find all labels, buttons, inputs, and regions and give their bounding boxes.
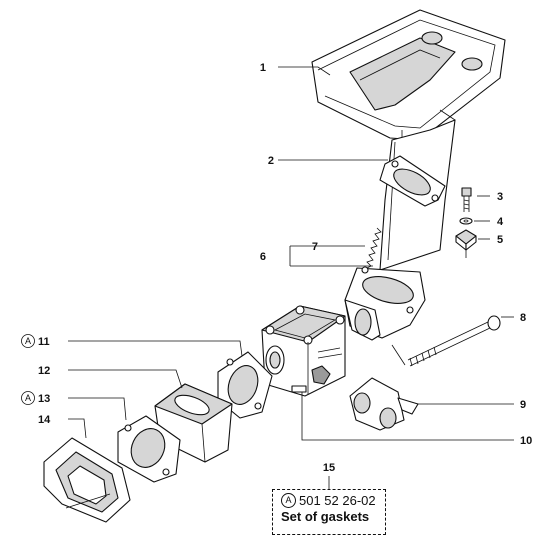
part-air-filter-cover [311, 9, 506, 145]
part-intake-boot [43, 437, 131, 523]
callout-1: 1 [260, 62, 266, 74]
part-tube-gasket [379, 155, 446, 207]
kit-description: Set of gaskets [281, 509, 370, 524]
leader-lines [65, 66, 514, 509]
kit-part-number-row: A 501 52 26-02 [281, 493, 377, 508]
callout-labels: 1 2 3 4 5 6 7 8 9 10 A 11 12 A 13 14 15 [21, 62, 532, 474]
callout-14: 14 [38, 414, 51, 426]
part-choke-valve [349, 377, 419, 431]
part-gasket-11 [217, 351, 273, 419]
part-bolt [391, 315, 501, 367]
callout-13-marker [21, 391, 35, 405]
part-carburetor [261, 305, 346, 397]
gasket-kit-box: A 501 52 26-02 Set of gaskets [272, 489, 386, 535]
callout-15: 15 [323, 462, 335, 474]
callout-12: 12 [38, 365, 50, 377]
callout-5: 5 [497, 234, 503, 246]
callout-13: 13 [38, 393, 50, 405]
part-nut [455, 229, 477, 251]
callout-4: 4 [497, 216, 504, 228]
callout-7: 7 [312, 241, 318, 253]
callout-6: 6 [260, 251, 266, 263]
part-screw [461, 187, 472, 212]
callout-8: 8 [520, 312, 526, 324]
part-washer [459, 217, 473, 225]
kit-marker: A [281, 493, 296, 508]
callout-11-marker-letter: A [25, 336, 31, 346]
part-gasket-13 [117, 415, 181, 483]
callout-3: 3 [497, 191, 503, 203]
part-spring [366, 227, 382, 269]
kit-part-number: 501 52 26-02 [299, 493, 376, 508]
callout-2: 2 [268, 155, 274, 167]
callout-11: 11 [38, 336, 50, 348]
callout-13-marker-letter: A [25, 393, 31, 403]
callout-10: 10 [520, 435, 532, 447]
callout-11-marker [21, 334, 35, 348]
callout-9: 9 [520, 399, 526, 411]
part-carburetor-flange [344, 266, 426, 341]
